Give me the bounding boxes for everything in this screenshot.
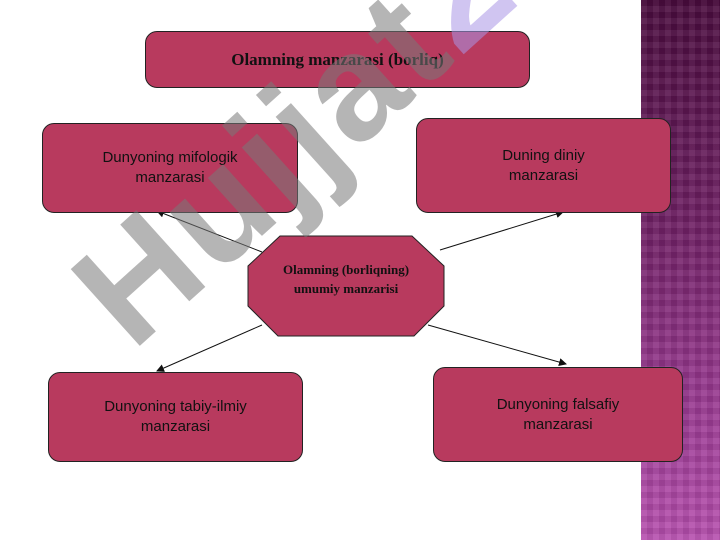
arrow-to-top-right bbox=[439, 210, 564, 251]
arrow-to-top-left bbox=[156, 209, 263, 253]
node-mythological: Dunyoning mifologik manzarasi bbox=[42, 123, 298, 213]
node-religious: Duning diniy manzarasi bbox=[416, 118, 671, 213]
node-label: Dunyoning falsafiy manzarasi bbox=[496, 395, 620, 433]
center-label: Olamning (borliqning) umumiy manzarisi bbox=[282, 262, 410, 296]
arrow-to-bottom-left bbox=[156, 324, 263, 372]
node-label: Dunyoning mifologik manzarasi bbox=[102, 149, 238, 186]
title-box: Olamning manzarasi (borliq) bbox=[145, 31, 530, 88]
node-label: Duning diniy manzarasi bbox=[502, 146, 585, 184]
node-philosophical: Dunyoning falsafiy manzarasi bbox=[433, 367, 683, 462]
node-label: Dunyoning tabiy-ilmiy manzarasi bbox=[104, 398, 247, 435]
center-octagon bbox=[247, 235, 445, 337]
arrow-to-bottom-right bbox=[427, 324, 567, 366]
node-natural-scientific: Dunyoning tabiy-ilmiy manzarasi bbox=[48, 372, 303, 462]
